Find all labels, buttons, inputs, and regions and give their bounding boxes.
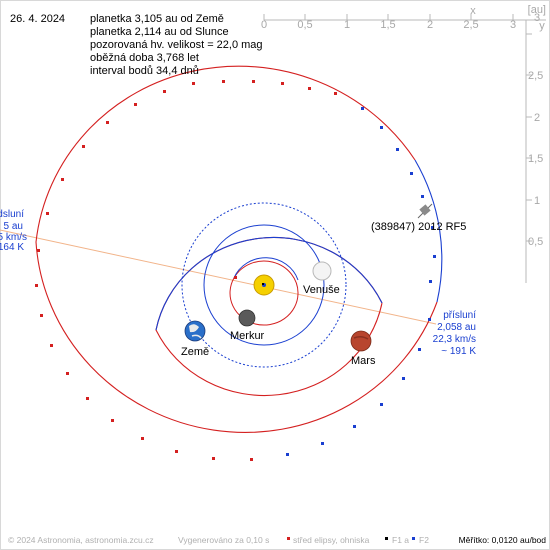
venus bbox=[312, 261, 332, 281]
earth-label: Země bbox=[181, 346, 209, 358]
mercury-orbit bbox=[229, 260, 299, 326]
y-tick-0: 3 bbox=[534, 12, 540, 24]
mercury-orbit-blue bbox=[233, 257, 299, 281]
perihelion-title: přísluní bbox=[443, 310, 476, 321]
aphelion-time: 164 K bbox=[0, 242, 24, 253]
mars bbox=[350, 330, 372, 352]
sun bbox=[253, 274, 275, 296]
y-tick-3: 1,5 bbox=[528, 153, 543, 165]
asteroid-marker bbox=[417, 203, 433, 219]
x-tick-3: 1,5 bbox=[380, 19, 395, 31]
aphelion-title: odsluní bbox=[0, 209, 24, 220]
date-label: 26. 4. 2024 bbox=[10, 13, 65, 25]
info-line-magnitude: pozorovaná hv. velikost = 22,0 mag bbox=[90, 39, 263, 51]
x-tick-4: 2 bbox=[427, 19, 433, 31]
perihelion-block: přísluní 2,058 au 22,3 km/s ~ 191 K bbox=[433, 310, 477, 357]
earth-orbit bbox=[181, 202, 347, 368]
x-tick-6: 3 bbox=[510, 19, 516, 31]
y-tick-4: 1 bbox=[534, 195, 540, 207]
mercury bbox=[238, 309, 256, 327]
mercury-label: Merkur bbox=[230, 330, 265, 342]
generated-time: Vygenerováno za 0,10 s bbox=[178, 535, 269, 545]
x-tick-0: 0 bbox=[261, 19, 267, 31]
asteroid-orbit-red bbox=[35, 65, 438, 433]
perihelion-distance: 2,058 au bbox=[437, 322, 476, 333]
venus-label: Venuše bbox=[303, 284, 340, 296]
legend-f2-marker bbox=[412, 537, 415, 540]
perihelion-time: ~ 191 K bbox=[441, 346, 476, 357]
ellipse-center-marker bbox=[234, 276, 237, 279]
info-line-period: oběžná doba 3,768 let bbox=[90, 52, 199, 64]
legend-f1-label: F1 a bbox=[392, 535, 409, 545]
y-tick-1: 2,5 bbox=[528, 70, 543, 82]
x-tick-1: 0,5 bbox=[297, 19, 312, 31]
earth bbox=[184, 320, 206, 342]
x-tick-5: 2,5 bbox=[463, 19, 478, 31]
mars-orbit-blue bbox=[155, 236, 383, 331]
unit-label: [au] bbox=[528, 4, 546, 16]
x-tick-2: 1 bbox=[344, 19, 350, 31]
y-tick-2: 2 bbox=[534, 112, 540, 124]
mars-label: Mars bbox=[351, 355, 376, 367]
asteroid-orbit-points bbox=[35, 80, 436, 461]
legend-center-label: střed elipsy, ohniska bbox=[293, 535, 370, 545]
venus-orbit bbox=[203, 224, 325, 346]
aphelion-distance: 5 au bbox=[4, 221, 23, 232]
x-axis-name: x bbox=[470, 5, 476, 17]
asteroid-orbit-blue bbox=[414, 159, 443, 303]
info-line-interval: interval bodů 34,4 dnů bbox=[90, 65, 199, 77]
scale-label: Měřítko: 0,0120 au/bod bbox=[459, 535, 547, 545]
perihelion-speed: 22,3 km/s bbox=[433, 334, 476, 345]
info-line-distance-earth: planetka 3,105 au od Země bbox=[90, 13, 224, 25]
aphelion-block: odsluní 5 au 5 km/s 164 K bbox=[0, 209, 27, 253]
legend-center-marker bbox=[287, 537, 290, 540]
asteroid-label: (389847) 2012 RF5 bbox=[371, 221, 466, 233]
copyright-link[interactable]: © 2024 Astronomia, astronomia.zcu.cz bbox=[8, 535, 154, 545]
x-scale-axis: 0 0,5 1 1,5 2 2,5 3 x [au] bbox=[261, 4, 546, 31]
info-line-distance-sun: planetka 2,114 au od Slunce bbox=[90, 26, 229, 38]
y-tick-5: 0,5 bbox=[528, 236, 543, 248]
y-scale-axis: 3 2,5 2 1,5 1 0,5 y bbox=[525, 12, 545, 283]
footer: © 2024 Astronomia, astronomia.zcu.cz Vyg… bbox=[8, 535, 546, 545]
apsis-line bbox=[0, 229, 437, 325]
y-axis-name: y bbox=[539, 20, 545, 32]
aphelion-speed: 5 km/s bbox=[0, 232, 27, 243]
legend-f1-marker bbox=[385, 537, 388, 540]
legend-f2-label: F2 bbox=[419, 535, 429, 545]
